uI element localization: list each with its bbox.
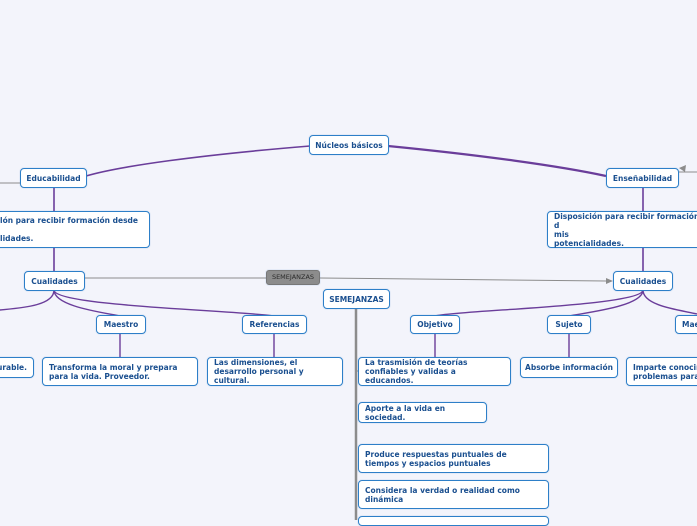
semejanzas-item-2[interactable]: Produce respuestas puntuales de tiempos … [358, 444, 549, 473]
left-item-offscreen-text: urable. [0, 363, 27, 372]
root-node[interactable]: Núcleos básicos [309, 135, 389, 155]
right-cualidades-label: Cualidades [619, 276, 667, 286]
left-child-maestro-label: Maestro [103, 320, 139, 329]
left-item-referencias-text: Las dimensiones, el desarrollo personal … [214, 358, 304, 385]
left-child-maestro[interactable]: Maestro [96, 315, 146, 334]
left-item-referencias[interactable]: Las dimensiones, el desarrollo personal … [207, 357, 343, 386]
branch-educabilidad[interactable]: Educabilidad [20, 168, 87, 188]
link-root-ensenabilidad [387, 144, 607, 178]
left-child-referencias[interactable]: Referencias [242, 315, 307, 334]
left-item-maestro-text: Transforma la moral y prepara para la vi… [49, 362, 178, 381]
right-cualidades-node[interactable]: Cualidades [613, 271, 673, 291]
link-left-cualidades-maestro [53, 289, 121, 317]
semejanzas-item-1-text: Aporte a la vida en sociedad. [365, 403, 446, 422]
branch-educabilidad-label: Educabilidad [26, 173, 81, 183]
semejanzas-item-4-partial[interactable] [358, 516, 549, 526]
link-semejanzas-cualidades-right [319, 277, 607, 282]
left-child-referencias-label: Referencias [249, 320, 300, 329]
semejanzas-connector-text: SEMEJANZAS [271, 273, 315, 281]
link-right-cualidades-maestro [642, 289, 697, 315]
right-item-sujeto[interactable]: Absorbe información [520, 357, 618, 378]
right-description-node[interactable]: Disposición para recibir formación d mis… [547, 211, 697, 248]
semejanzas-item-3[interactable]: Considera la verdad o realidad como diná… [358, 480, 549, 509]
semejanzas-item-2-text: Produce respuestas puntuales de tiempos … [365, 449, 507, 468]
branch-ensenabilidad[interactable]: Enseñabilidad [606, 168, 679, 188]
right-item-sujeto-text: Absorbe información [525, 363, 613, 372]
semejanzas-node[interactable]: SEMEJANZAS [323, 289, 390, 309]
semejanzas-item-1[interactable]: Aporte a la vida en sociedad. [358, 402, 487, 423]
link-left-cualidades-referencias [53, 289, 275, 317]
left-description-text: lón para recibir formación desde lidades… [0, 216, 139, 243]
right-child-objetivo[interactable]: Objetivo [410, 315, 460, 334]
left-cualidades-label: Cualidades [31, 276, 78, 286]
right-child-maestro[interactable]: Mae [675, 315, 697, 334]
semejanzas-title: SEMEJANZAS [329, 294, 384, 304]
left-description-node[interactable]: lón para recibir formación desde lidades… [0, 211, 150, 248]
semejanzas-connector-label[interactable]: SEMEJANZAS [266, 270, 320, 285]
left-item-maestro[interactable]: Transforma la moral y prepara para la vi… [42, 357, 198, 386]
arrowhead-right-offscreen [679, 165, 686, 172]
right-item-objetivo-text: La trasmisión de teorías confiables y va… [365, 358, 468, 385]
left-item-offscreen[interactable]: urable. [0, 357, 34, 378]
link-root-educabilidad [85, 145, 311, 177]
branch-ensenabilidad-label: Enseñabilidad [612, 173, 673, 183]
right-item-objetivo[interactable]: La trasmisión de teorías confiables y va… [358, 357, 511, 386]
right-item-maestro-text: Imparte conocir problemas para [633, 362, 697, 381]
right-child-maestro-label: Mae [682, 320, 697, 329]
right-item-maestro[interactable]: Imparte conocir problemas para [626, 357, 697, 386]
arrowhead-cualidades-right [606, 278, 613, 284]
right-child-sujeto[interactable]: Sujeto [547, 315, 591, 334]
semejanzas-item-3-text: Considera la verdad o realidad como diná… [365, 485, 520, 504]
link-right-cualidades-objetivo [434, 289, 644, 317]
right-child-sujeto-label: Sujeto [555, 320, 583, 329]
link-left-cualidades-offscreen [0, 289, 55, 311]
link-right-cualidades-sujeto [568, 289, 644, 317]
right-description-text: Disposición para recibir formación d mis… [554, 211, 697, 248]
root-label: Núcleos básicos [315, 140, 383, 150]
right-child-objetivo-label: Objetivo [417, 320, 453, 329]
left-cualidades-node[interactable]: Cualidades [24, 271, 85, 291]
